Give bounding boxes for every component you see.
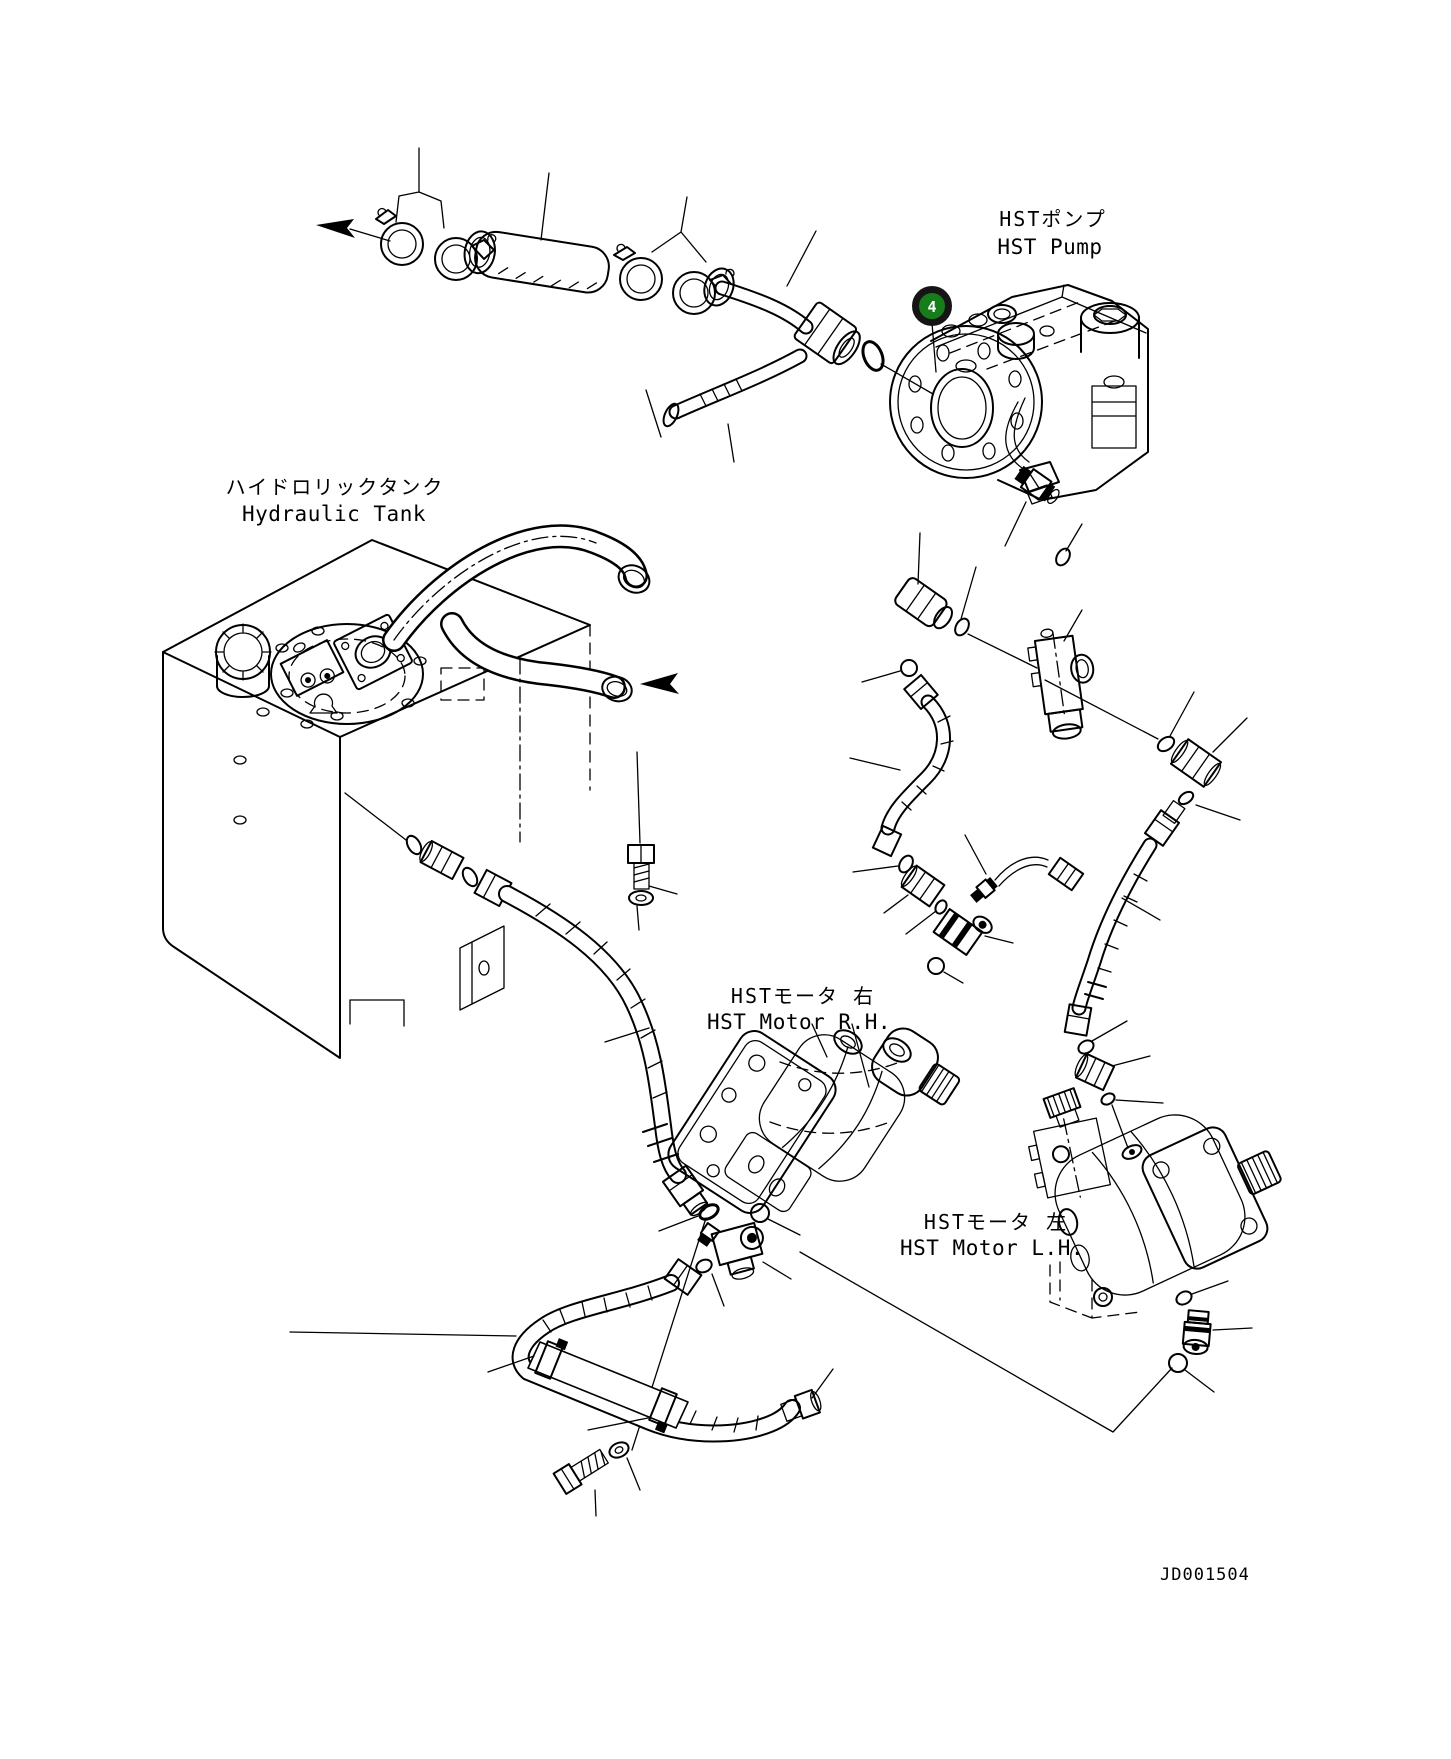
- label-hst-motor-lh-ja: HSTモータ 左: [924, 1210, 1068, 1234]
- bottom-hose-assembly: [487, 1258, 834, 1517]
- motor-rh-port-parts: [631, 1203, 801, 1451]
- hose-clamp: [613, 243, 663, 301]
- oring-part-4: [861, 340, 934, 395]
- hydraulic-tank-drawing: [162, 524, 679, 1059]
- motor-lh-hose: [1063, 799, 1186, 1037]
- temp-sensor: [964, 834, 1085, 903]
- nipple-fitting: [900, 864, 946, 908]
- hst-motor-rh-drawing: [667, 1023, 961, 1214]
- s-hose: [849, 673, 954, 858]
- label-hst-motor-rh-ja: HSTモータ 右: [731, 984, 875, 1008]
- hose-sleeve: [527, 1341, 689, 1429]
- suction-tube: [382, 524, 651, 652]
- figure-code: JD001504: [1160, 1565, 1250, 1585]
- middle-fitting-cluster: [849, 532, 1085, 984]
- return-tube: [440, 612, 679, 703]
- labels: HSTポンプ HST Pump ハイドロリックタンク Hydraulic Tan…: [226, 207, 1250, 1585]
- elbow-fitting: [932, 908, 993, 956]
- label-hydraulic-tank-ja: ハイドロリックタンク: [226, 475, 445, 499]
- label-hst-pump-ja: HSTポンプ: [999, 207, 1107, 231]
- bolt: [552, 1448, 609, 1495]
- pressure-sensor: [1014, 465, 1060, 505]
- bolt-and-washer: [627, 751, 678, 931]
- right-fitting-cluster: [1004, 465, 1248, 1149]
- flow-arrow-tank-icon: [640, 673, 679, 694]
- label-hst-pump-en: HST Pump: [997, 235, 1102, 259]
- plug-fitting: [894, 577, 953, 630]
- part-balloon-4[interactable]: 4: [912, 286, 952, 373]
- label-hst-motor-rh-en: HST Motor R.H.: [707, 1010, 891, 1034]
- label-hst-motor-lh-en: HST Motor L.H.: [900, 1236, 1084, 1260]
- tank-port-fittings: [344, 657, 521, 908]
- hst-pump-drawing: [889, 284, 1149, 505]
- hose-clamp: [648, 1387, 678, 1434]
- balloon-number: 4: [927, 298, 936, 316]
- motor-lh-port-parts: [799, 1251, 1253, 1433]
- balloon-circle: [912, 286, 952, 326]
- hst-motor-lh-drawing: [1028, 1087, 1282, 1319]
- suction-line-assembly: [316, 147, 861, 463]
- hose-clamp: [534, 1338, 569, 1380]
- label-hydraulic-tank-en: Hydraulic Tank: [242, 502, 426, 526]
- tank-to-motor-hose: [289, 885, 709, 1337]
- hose-clamp: [375, 207, 424, 266]
- adapter-fitting: [1170, 738, 1222, 788]
- flow-arrow-left-icon: [316, 219, 391, 242]
- hose-stub: [645, 348, 808, 463]
- check-valve: [697, 1221, 764, 1280]
- nipple-fitting: [1074, 1052, 1116, 1092]
- rubber-tube: [463, 230, 610, 294]
- valve-block: [1027, 628, 1095, 740]
- pump-inlet-hose: [703, 230, 861, 366]
- elbow-fitting: [1181, 1309, 1212, 1355]
